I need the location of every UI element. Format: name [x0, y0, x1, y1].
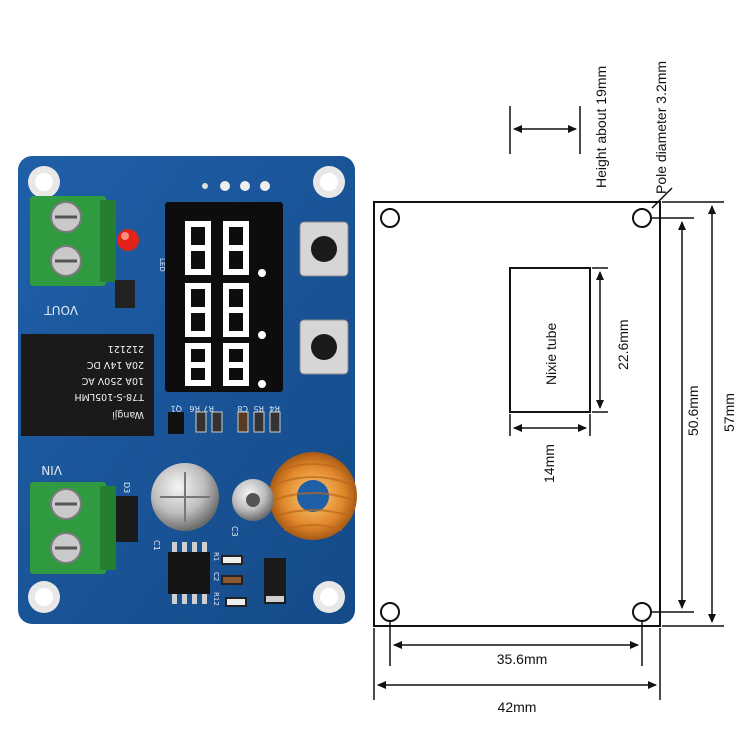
input-terminal-block — [30, 482, 116, 574]
hole-vertical-label: 50.6mm — [685, 385, 701, 436]
push-button-top — [299, 221, 349, 277]
relay: Wangji T78-S-105LMH 10A 250V AC 20A 14V … — [21, 334, 154, 436]
led-label: LED — [158, 258, 166, 272]
tube-height-label: 22.6mm — [615, 319, 631, 370]
push-button-bottom — [299, 319, 349, 375]
board-width-label: 42mm — [498, 699, 537, 715]
silk-q1: Q1 — [171, 404, 182, 413]
nixie-tube-label: Nixie tube — [543, 323, 559, 385]
display-pins — [202, 181, 270, 191]
nixie-tube-box — [509, 267, 591, 413]
pcb-mounting-holes — [28, 166, 345, 613]
height-about-label: Height about 19mm — [593, 66, 609, 188]
toroid-inductor — [269, 452, 357, 540]
capacitor-c3 — [232, 479, 274, 521]
relay-line-2: 10A 250V AC — [81, 375, 144, 386]
vin-label: VIN — [41, 463, 62, 477]
silk-r7: R7 — [203, 404, 214, 413]
pole-diameter-label: Pole diameter 3.2mm — [653, 61, 669, 194]
smd-components — [168, 411, 281, 434]
hole-horizontal-label: 35.6mm — [497, 651, 548, 667]
pcb-module: VOUT LED — [18, 156, 357, 624]
seven-segment-display — [165, 202, 283, 392]
output-terminal-block — [30, 196, 116, 286]
relay-line-3: 20A 14V DC — [86, 359, 144, 370]
silk-r5: R5 — [253, 404, 264, 413]
relay-line-4: 212121 — [108, 343, 144, 354]
smd-resistors — [221, 555, 247, 607]
red-led — [117, 229, 139, 251]
board-outline — [373, 201, 661, 627]
silkscreen-labels: Q1 R6 R7 C8 R5 R4 — [171, 404, 280, 413]
board-height-label: 57mm — [721, 393, 737, 432]
silk-r12: R12 — [212, 592, 220, 606]
pole-diameter-leader — [651, 187, 673, 209]
silk-r6: R6 — [189, 404, 200, 413]
ic-chip — [168, 542, 210, 604]
silk-c3: C3 — [230, 526, 239, 537]
silk-c8: C8 — [237, 404, 248, 413]
relay-brand: Wangji — [112, 409, 144, 420]
relay-line-1: T78-S-105LMH — [74, 391, 145, 402]
vout-label: VOUT — [44, 303, 78, 317]
capacitor-c1 — [151, 463, 219, 531]
schottky-diode — [264, 558, 286, 604]
silk-c1: C1 — [152, 540, 161, 551]
dimension-drawing: Nixie tube 22.6mm 14mm Height about 19mm… — [373, 61, 737, 715]
silk-d3: D3 — [122, 482, 131, 493]
silk-r4: R4 — [269, 404, 280, 413]
drawing-mounting-holes — [380, 208, 652, 622]
silk-r1: R1 — [212, 552, 220, 561]
diode-d3 — [116, 496, 138, 542]
silk-c2: C2 — [212, 572, 220, 581]
tube-width-label: 14mm — [541, 444, 557, 483]
diode-d1 — [115, 280, 135, 308]
